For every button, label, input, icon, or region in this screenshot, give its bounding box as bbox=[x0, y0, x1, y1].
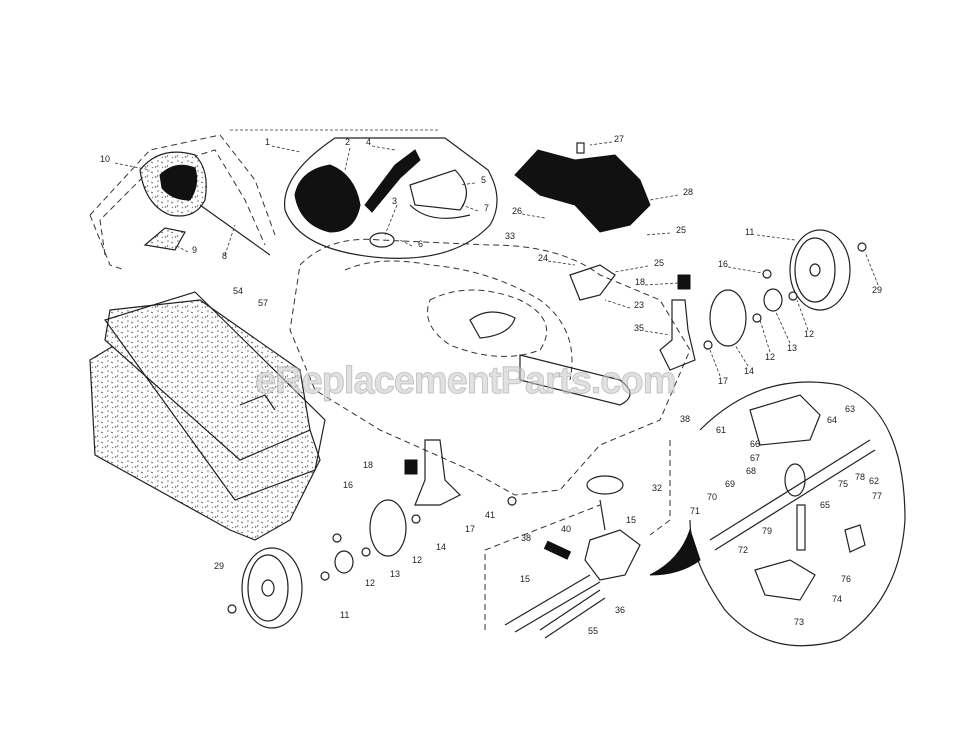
height-lever-35 bbox=[659, 274, 696, 371]
part-callout-28: 28 bbox=[683, 187, 694, 197]
part-callout-17: 17 bbox=[465, 524, 476, 534]
wheel-11-left bbox=[227, 547, 303, 629]
part-callout-17: 17 bbox=[718, 376, 729, 386]
part-callout-71: 71 bbox=[690, 506, 701, 516]
wheel-11-right bbox=[789, 229, 867, 311]
part-callout-29: 29 bbox=[872, 285, 883, 295]
part-callout-12: 12 bbox=[804, 329, 815, 339]
part-callout-4: 4 bbox=[366, 137, 372, 147]
part-callout-78: 78 bbox=[855, 472, 866, 482]
part-callout-9: 9 bbox=[192, 245, 198, 255]
cable-guide-inset bbox=[284, 137, 498, 259]
part-callout-8: 8 bbox=[222, 251, 228, 261]
transmission-36 bbox=[484, 440, 671, 639]
part-callout-36: 36 bbox=[615, 605, 626, 615]
part-callout-61: 61 bbox=[716, 425, 727, 435]
console-part-10 bbox=[139, 151, 271, 256]
part-callout-73: 73 bbox=[794, 617, 805, 627]
part-callout-15: 15 bbox=[626, 515, 637, 525]
part-callout-69: 69 bbox=[725, 479, 736, 489]
part-callout-41: 41 bbox=[485, 510, 496, 520]
part-callout-18: 18 bbox=[363, 460, 374, 470]
bracket-25 bbox=[569, 264, 616, 301]
part-callout-15: 15 bbox=[520, 574, 531, 584]
part-callout-16: 16 bbox=[718, 259, 729, 269]
part-callout-64: 64 bbox=[827, 415, 838, 425]
part-callout-5: 5 bbox=[481, 175, 487, 185]
part-callout-66: 66 bbox=[750, 439, 761, 449]
part-callout-25: 25 bbox=[676, 225, 687, 235]
part-callout-14: 14 bbox=[436, 542, 447, 552]
part-callout-25: 25 bbox=[654, 258, 665, 268]
part-callout-54: 54 bbox=[233, 286, 244, 296]
leader-lines bbox=[114, 141, 879, 377]
part-callout-33: 33 bbox=[505, 231, 516, 241]
part-callout-77: 77 bbox=[872, 491, 883, 501]
part-callout-70: 70 bbox=[707, 492, 718, 502]
part-callout-68: 68 bbox=[746, 466, 757, 476]
part-callout-7: 7 bbox=[484, 203, 490, 213]
part-callout-74: 74 bbox=[832, 594, 843, 604]
part-callout-55: 55 bbox=[588, 626, 599, 636]
part-callout-57: 57 bbox=[258, 298, 269, 308]
engine-cover-28 bbox=[514, 142, 651, 233]
part-callout-63: 63 bbox=[845, 404, 856, 414]
part-callout-35: 35 bbox=[634, 323, 645, 333]
part-callout-6: 6 bbox=[418, 239, 424, 249]
gear-parts-right bbox=[703, 269, 798, 350]
part-callout-75: 75 bbox=[838, 479, 849, 489]
gear-parts-left bbox=[320, 439, 462, 581]
part-callout-14: 14 bbox=[744, 366, 755, 376]
part-callout-3: 3 bbox=[392, 196, 398, 206]
part-callout-38: 38 bbox=[521, 533, 532, 543]
part-callout-12: 12 bbox=[765, 352, 776, 362]
part-callout-26: 26 bbox=[512, 206, 523, 216]
part-callout-40: 40 bbox=[561, 524, 572, 534]
watermark: eReplacementParts.com bbox=[254, 360, 676, 403]
part-callout-18: 18 bbox=[635, 277, 646, 287]
part-callout-72: 72 bbox=[738, 545, 749, 555]
part-callout-29: 29 bbox=[214, 561, 225, 571]
part-callout-65: 65 bbox=[820, 500, 831, 510]
part-callout-16: 16 bbox=[343, 480, 354, 490]
part-callout-12: 12 bbox=[412, 555, 423, 565]
part-callout-79: 79 bbox=[762, 526, 773, 536]
part-callout-11: 11 bbox=[745, 227, 755, 237]
part-callout-2: 2 bbox=[345, 137, 351, 147]
part-callout-10: 10 bbox=[100, 154, 111, 164]
part-callout-27: 27 bbox=[614, 134, 625, 144]
part-callout-23: 23 bbox=[634, 300, 645, 310]
part-callout-76: 76 bbox=[841, 574, 852, 584]
part-callout-13: 13 bbox=[787, 343, 798, 353]
grass-catcher-bag bbox=[89, 291, 326, 541]
part-callout-32: 32 bbox=[652, 483, 663, 493]
gearbox-inset bbox=[649, 381, 906, 647]
part-callout-13: 13 bbox=[390, 569, 401, 579]
part-callout-1: 1 bbox=[265, 137, 271, 147]
part-callout-38: 38 bbox=[680, 414, 691, 424]
part-callout-11: 11 bbox=[340, 610, 350, 620]
part-callout-12: 12 bbox=[365, 578, 376, 588]
mower-deck bbox=[289, 238, 691, 496]
part-callout-24: 24 bbox=[538, 253, 549, 263]
part-callout-67: 67 bbox=[750, 453, 761, 463]
part-callout-62: 62 bbox=[869, 476, 880, 486]
